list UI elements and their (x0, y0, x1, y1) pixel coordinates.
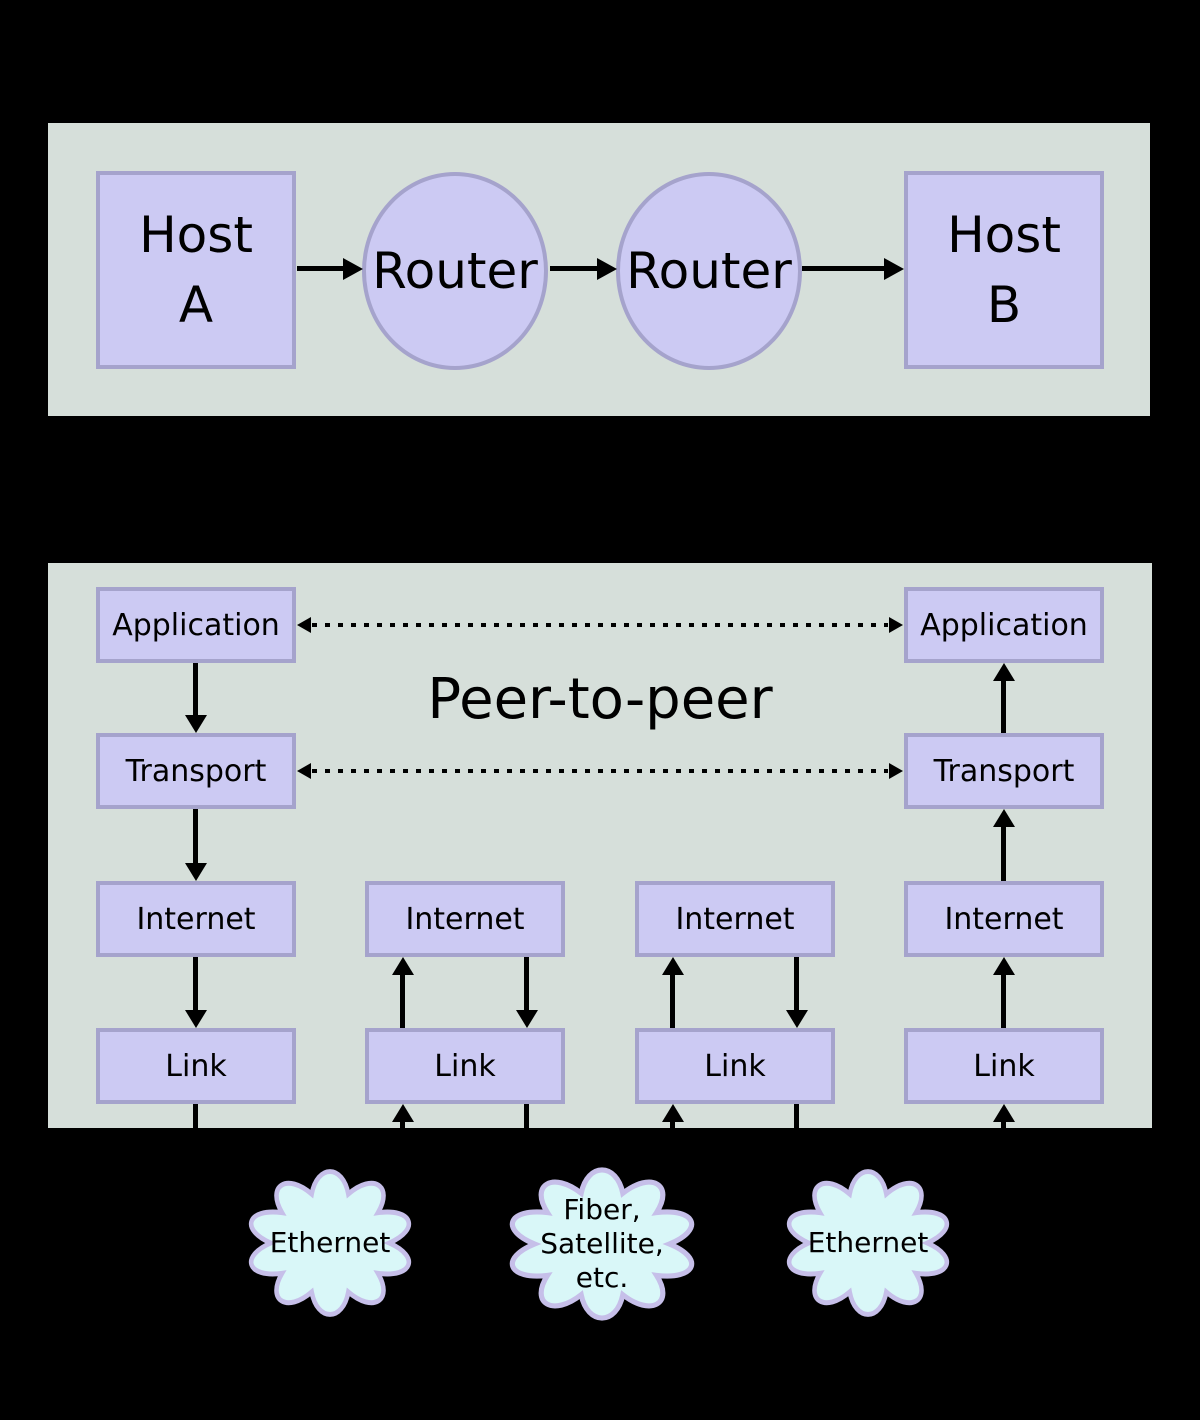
arrow-line (550, 266, 597, 271)
cloud-label: Ethernet (269, 1226, 391, 1259)
arrow-up-icon (993, 663, 1015, 681)
cloud-ethernet-1: Ethernet (235, 1160, 425, 1326)
arrow-line (1001, 681, 1006, 733)
arrow-up-icon (993, 809, 1015, 827)
layer-label: Internet (944, 901, 1064, 937)
router-2-node: Router (616, 172, 802, 370)
router-2-label: Router (626, 242, 792, 300)
router-1-label: Router (372, 242, 538, 300)
dashed-arrow-right-icon (889, 617, 903, 633)
host-b-node: Host B (904, 171, 1104, 369)
dashed-arrow-left-icon (297, 617, 311, 633)
arrow-line (193, 957, 198, 1010)
arrow-line (794, 957, 799, 1010)
layer-label: Transport (933, 753, 1075, 789)
layer-box-router-1-internet: Internet (365, 881, 565, 957)
arrow-up-icon (662, 1104, 684, 1122)
arrow-right-icon (597, 258, 617, 280)
arrow-line (670, 1122, 675, 1128)
router-1-node: Router (362, 172, 548, 370)
link-stub-line (524, 1104, 529, 1128)
link-stub-line (193, 1104, 198, 1128)
layer-box-host-a-transport: Transport (96, 733, 296, 809)
layer-box-router-2-internet: Internet (635, 881, 835, 957)
arrow-line (193, 809, 198, 863)
link-stub-line (794, 1104, 799, 1128)
arrow-line (400, 975, 405, 1028)
dashed-arrow-left-icon (297, 763, 311, 779)
cloud-label: Ethernet (807, 1226, 929, 1259)
layer-box-host-a-link: Link (96, 1028, 296, 1104)
layer-label: Link (165, 1048, 227, 1084)
arrow-line (1001, 975, 1006, 1028)
arrow-up-icon (392, 1104, 414, 1122)
dashed-arrow-right-icon (889, 763, 903, 779)
arrow-line (670, 975, 675, 1028)
arrow-right-icon (343, 258, 363, 280)
layer-box-host-b-link: Link (904, 1028, 1104, 1104)
layer-label: Application (920, 607, 1088, 643)
layer-box-host-b-application: Application (904, 587, 1104, 663)
layer-box-host-a-internet: Internet (96, 881, 296, 957)
layer-label: Application (112, 607, 280, 643)
cloud-ethernet-2: Ethernet (773, 1160, 963, 1326)
host-a-node: Host A (96, 171, 296, 369)
arrow-down-icon (185, 1010, 207, 1028)
arrow-line (297, 266, 343, 271)
arrow-right-icon (884, 258, 904, 280)
arrow-up-icon (993, 1104, 1015, 1122)
layer-label: Internet (675, 901, 795, 937)
arrow-down-icon (185, 715, 207, 733)
arrow-down-icon (516, 1010, 538, 1028)
arrow-down-icon (786, 1010, 808, 1028)
arrow-line (193, 663, 198, 715)
peer-to-peer-label: Peer-to-peer (427, 667, 773, 732)
cloud-fiber-satellite: Fiber, Satellite, etc. (494, 1158, 710, 1330)
host-a-label: Host A (139, 206, 253, 334)
cloud-label: Fiber, Satellite, etc. (540, 1193, 664, 1294)
layer-box-router-1-link: Link (365, 1028, 565, 1104)
cloud-icon (509, 1167, 695, 1321)
arrow-line (1001, 1122, 1006, 1128)
arrow-up-icon (993, 957, 1015, 975)
arrow-up-icon (392, 957, 414, 975)
layer-box-host-b-transport: Transport (904, 733, 1104, 809)
layer-label: Link (973, 1048, 1035, 1084)
arrow-down-icon (185, 863, 207, 881)
dashed-line-transport (312, 769, 888, 773)
layer-label: Link (434, 1048, 496, 1084)
arrow-line (524, 957, 529, 1010)
layer-box-host-a-application: Application (96, 587, 296, 663)
arrow-line (1001, 827, 1006, 881)
layer-box-router-2-link: Link (635, 1028, 835, 1104)
arrow-up-icon (662, 957, 684, 975)
layer-box-host-b-internet: Internet (904, 881, 1104, 957)
cloud-icon (248, 1169, 412, 1317)
arrow-line (802, 266, 884, 271)
layer-label: Link (704, 1048, 766, 1084)
layer-label: Internet (405, 901, 525, 937)
layer-label: Internet (136, 901, 256, 937)
layer-label: Transport (125, 753, 267, 789)
dashed-line-application (312, 623, 888, 627)
cloud-icon (786, 1169, 950, 1317)
arrow-line (400, 1122, 405, 1128)
host-b-label: Host B (947, 206, 1061, 334)
